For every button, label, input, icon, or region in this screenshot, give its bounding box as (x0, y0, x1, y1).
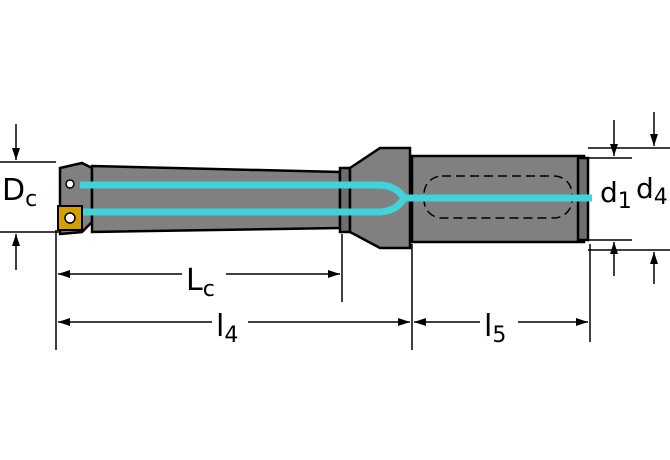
drill-tool (57, 146, 592, 250)
neck-ring (338, 166, 352, 234)
dimension-lines (0, 112, 670, 350)
label-dc: Dc (2, 173, 37, 212)
label-l5: l5 (484, 309, 506, 348)
insert-screw (64, 212, 76, 224)
label-lc: Lc (186, 263, 215, 302)
dimension-labels: Dc Lc l4 l5 d1 d4 (0, 170, 670, 348)
label-d1: d1 (600, 176, 632, 214)
label-d4: d4 (636, 172, 668, 210)
collar (348, 146, 412, 250)
coolant-outlet (65, 179, 75, 189)
flute-body (90, 164, 342, 234)
label-l4: l4 (216, 309, 238, 348)
